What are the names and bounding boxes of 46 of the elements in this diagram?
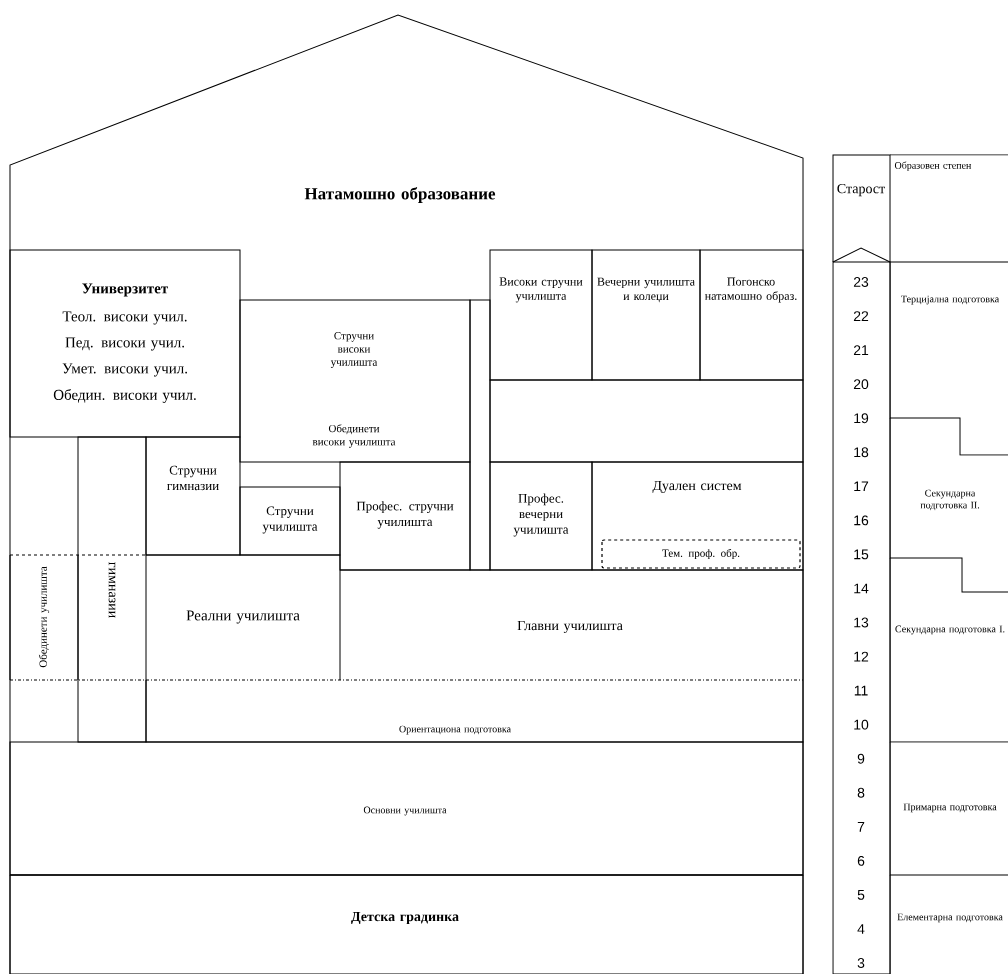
school-box: Главни училишта bbox=[339, 569, 804, 681]
school-box: Универзитет Теол. високи учил. Пед. високи учил. Умет. високи учил. Обедин. високи учил. bbox=[9, 249, 241, 438]
school-box: Стручни гимназии bbox=[145, 436, 241, 556]
school-box: Стручни високи училишта Обединети високи училишта bbox=[239, 299, 471, 463]
age-number: 4 bbox=[857, 924, 865, 934]
age-number: 21 bbox=[853, 345, 869, 355]
age-number: 16 bbox=[854, 515, 869, 526]
stage-cell: Терцијална подготовка bbox=[889, 261, 1008, 456]
age-number: 11 bbox=[854, 685, 868, 696]
table-header: Старост bbox=[832, 154, 891, 263]
school-box: Реални училишта bbox=[145, 554, 341, 681]
age-number: 19 bbox=[854, 413, 869, 424]
band: Основни училишта bbox=[9, 741, 804, 876]
school-box: Погонско натамошно образ. bbox=[699, 249, 804, 381]
age-number: 5 bbox=[857, 890, 865, 900]
dashed-box: Тем. проф. обр. bbox=[601, 539, 801, 569]
age-number: 3 bbox=[857, 958, 865, 968]
age-number: 22 bbox=[853, 311, 869, 321]
age-number: 17 bbox=[854, 481, 869, 492]
school-box: Обединети училишта bbox=[9, 554, 79, 681]
age-number: 13 bbox=[854, 617, 869, 628]
band: Детска градинка bbox=[9, 874, 804, 974]
school-box: гимназии bbox=[77, 436, 147, 743]
band: Ориентациона подготовка bbox=[145, 679, 804, 743]
age-number: 23 bbox=[853, 277, 869, 287]
age-number: 14 bbox=[854, 583, 869, 594]
age-number: 15 bbox=[854, 549, 869, 560]
table-header: Образовен степен bbox=[889, 154, 1008, 263]
school-box: Стручни училишта bbox=[239, 486, 341, 556]
school-box: Профес. вечерни училишта bbox=[489, 461, 593, 571]
age-number: 18 bbox=[854, 447, 869, 458]
school-box: Вечерни училишта и колеџи bbox=[591, 249, 701, 381]
school-box: Профес. стручни училишта bbox=[339, 461, 471, 571]
age-number: 6 bbox=[857, 855, 865, 866]
age-number: 7 bbox=[857, 822, 865, 832]
age-number: 9 bbox=[857, 753, 865, 764]
stage-cell: Примарна подготовка bbox=[889, 741, 1008, 876]
stage-cell: Секундарна подготовка I. bbox=[889, 557, 1008, 743]
school-box: Високи стручни училишта bbox=[489, 249, 593, 381]
stage-cell: Секундарна подготовка II. bbox=[889, 417, 1008, 593]
age-number: 12 bbox=[854, 651, 869, 662]
age-number: 20 bbox=[853, 379, 869, 390]
empty-box bbox=[489, 379, 804, 463]
age-number: 10 bbox=[854, 719, 869, 730]
age-number: 8 bbox=[857, 787, 865, 798]
stage-cell: Елементарна подготовка bbox=[889, 874, 1003, 974]
